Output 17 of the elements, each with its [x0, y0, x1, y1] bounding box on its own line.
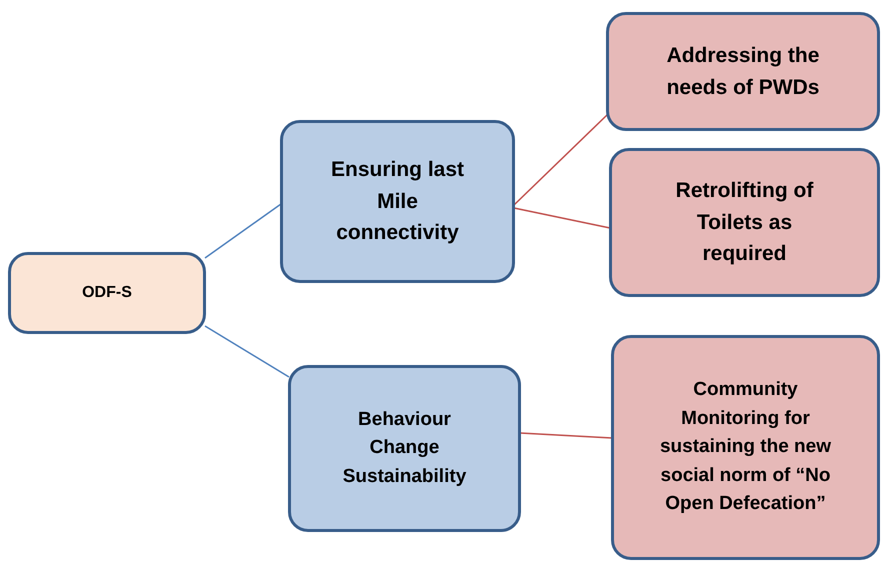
- node-label: Behaviour Change Sustainability: [342, 408, 468, 489]
- connector-line: [514, 207, 610, 229]
- node-label: Addressing the needs of PWDs: [666, 43, 820, 100]
- connector-line: [204, 203, 282, 259]
- connector-line: [513, 114, 608, 206]
- node-label: Ensuring last Mile connectivity: [330, 157, 466, 246]
- branch-box: [280, 120, 515, 283]
- node-label: Retrolifting of Toilets as required: [674, 178, 814, 268]
- leaf-box: [606, 12, 880, 131]
- leaf-box: [609, 148, 880, 297]
- connector-line: [204, 325, 290, 378]
- connector-line: [520, 432, 612, 439]
- branch-box: [288, 365, 521, 532]
- leaf-box: [611, 335, 880, 560]
- node-label: Community Monitoring for sustaining the new social norm of “No Open Defecation”: [658, 378, 832, 516]
- root-box: [8, 252, 206, 334]
- node-label: ODF-S: [82, 283, 132, 303]
